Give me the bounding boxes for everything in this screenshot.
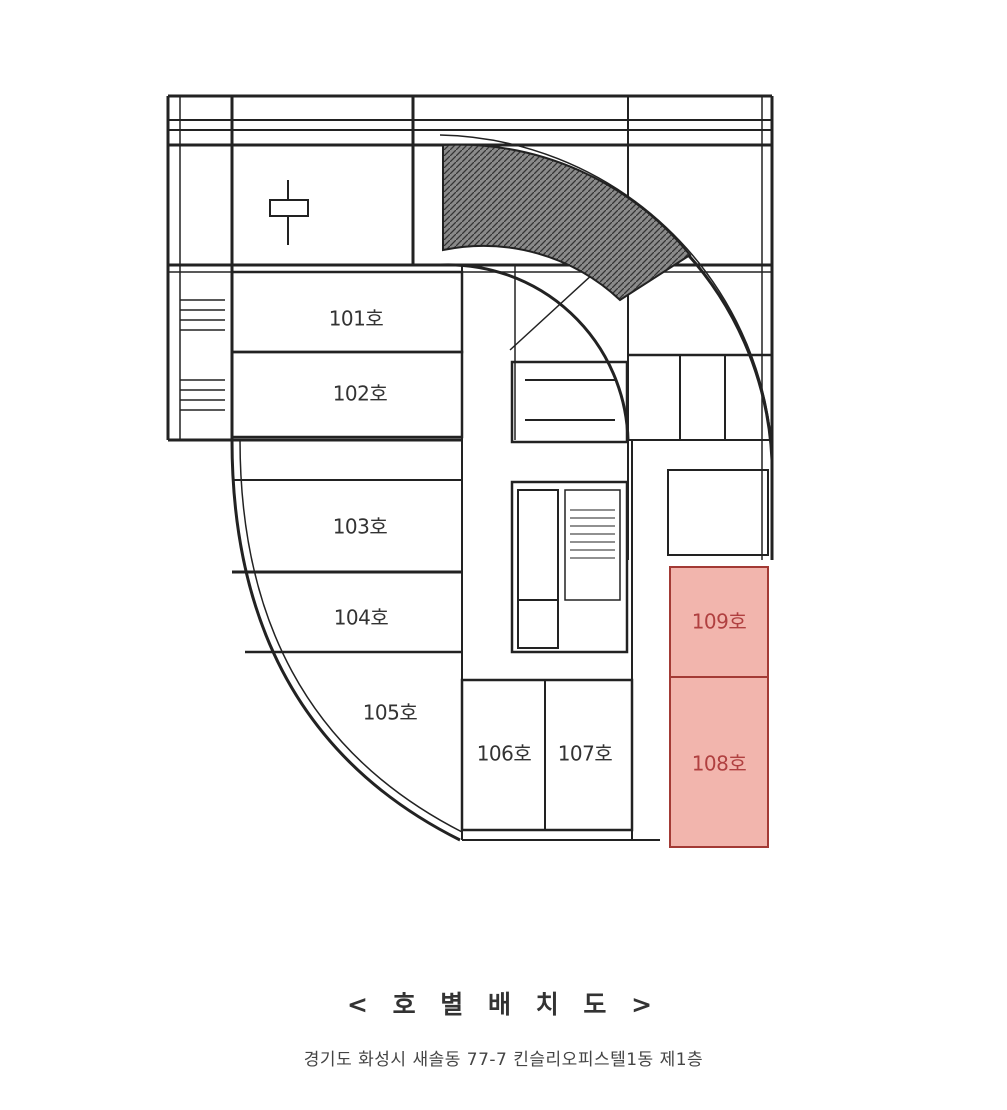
unit-103-label: 103호 [332,514,388,539]
unit-107-label: 107호 [557,741,613,766]
unit-101-label: 101호 [328,306,384,331]
unit-109-highlight[interactable] [669,566,769,678]
diagram-address: 경기도 화성시 새솔동 77-7 킨슬리오피스텔1동 제1층 [303,1050,704,1070]
unit-108-label: 108호 [691,751,747,776]
unit-102-label: 102호 [332,381,388,406]
unit-105-label: 105호 [362,700,418,725]
curved-stair [442,143,692,302]
unit-109-label: 109호 [691,609,747,634]
fixture-symbol [269,180,309,245]
diagram-title: < 호 별 배 치 도 > [346,990,661,1019]
unit-106-label: 106호 [476,741,532,766]
unit-108-highlight[interactable] [669,676,769,848]
plan-walls [166,94,774,842]
unit-104-label: 104호 [333,605,389,630]
